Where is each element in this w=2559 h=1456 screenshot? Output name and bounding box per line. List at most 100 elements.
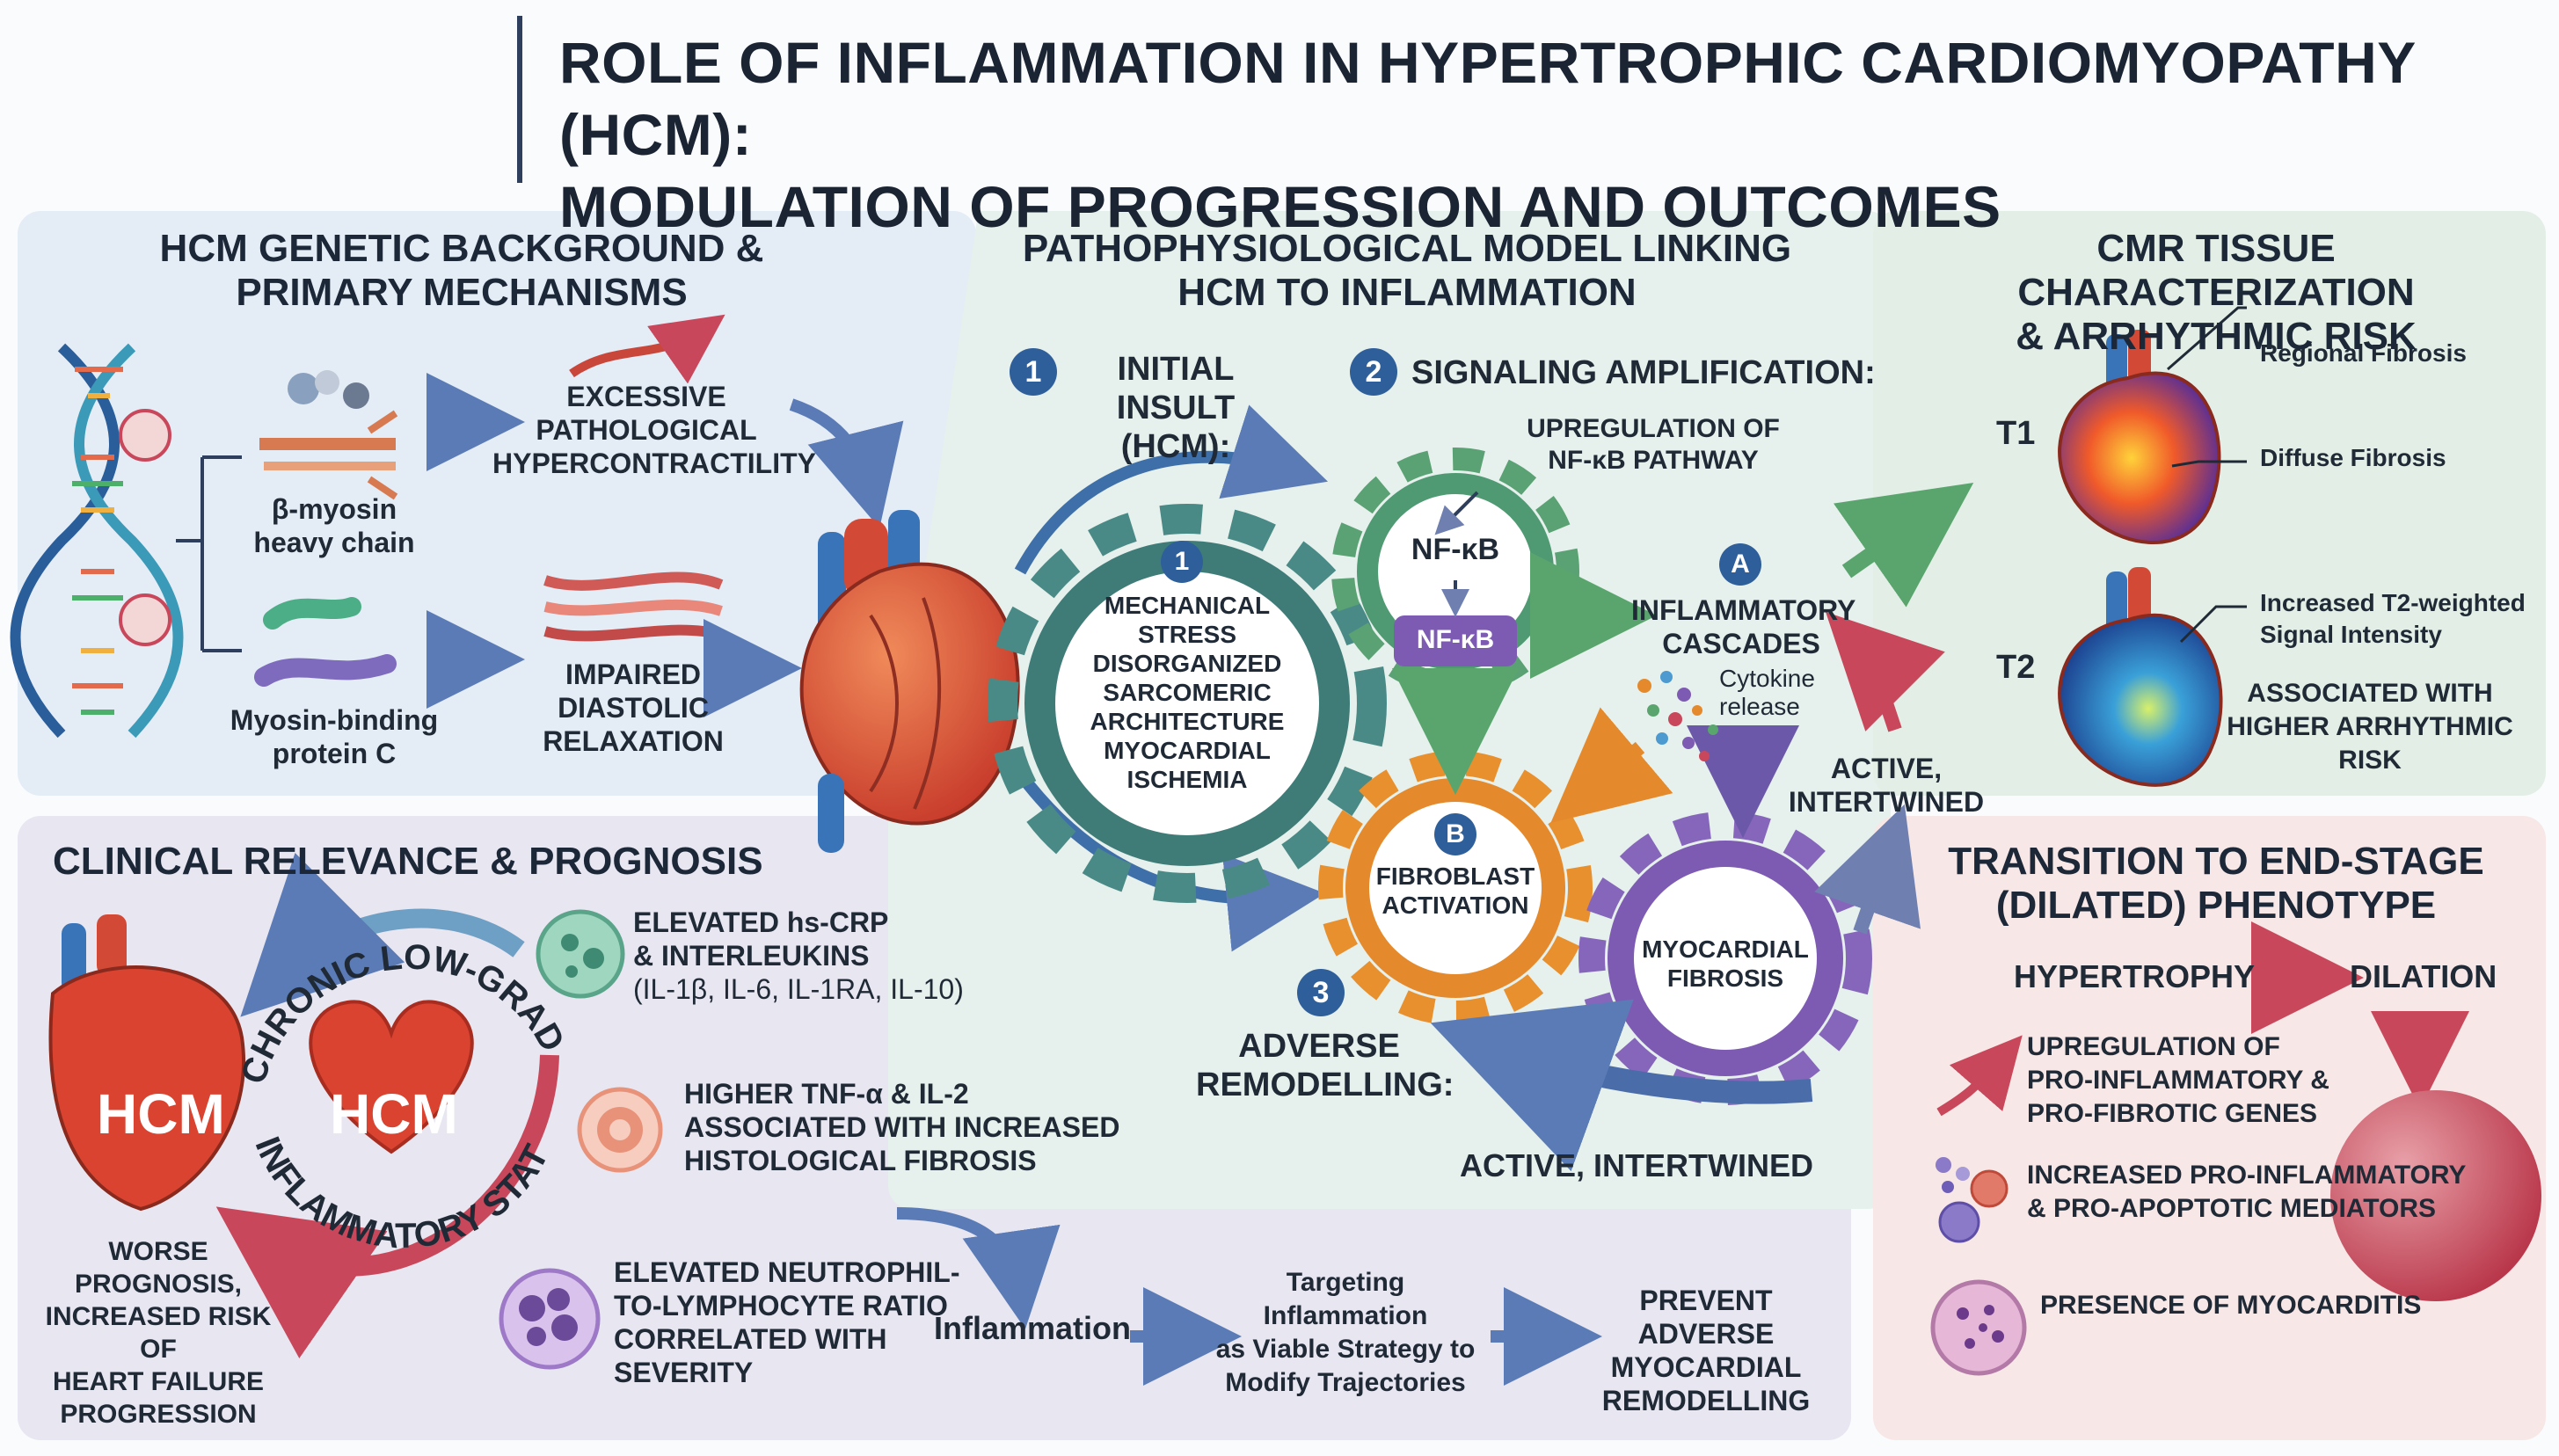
patho-heading: PATHOPHYSIOLOGICAL MODEL LINKING HCM TO … — [1011, 227, 1803, 315]
gene1-label: β-myosin heavy chain — [246, 492, 422, 559]
hcm-center-heart-icon — [309, 1000, 474, 1154]
prevent-l2: MYOCARDIAL — [1610, 1351, 1802, 1383]
worse-l3: INCREASED RISK OF — [45, 1302, 272, 1364]
clinical-heading: CLINICAL RELEVANCE & PROGNOSIS — [53, 840, 763, 883]
crp-l1: ELEVATED hs-CRP — [633, 906, 889, 938]
step3-l2: REMODELLING: — [1196, 1067, 1454, 1103]
nfkb-top-label: NF-κB — [1411, 533, 1500, 566]
active-intertwined-label-2: ACTIVE, INTERTWINED — [1460, 1147, 1813, 1183]
step3-label: ADVERSE REMODELLING: — [1196, 1027, 1454, 1104]
hcm-left-label: HCM — [97, 1082, 225, 1146]
inflammatory-cascades-label: INFLAMMATORY CASCADES — [1631, 593, 1856, 660]
up-l3: PRO-FIBROTIC GENES — [2027, 1099, 2318, 1128]
tnf-label: HIGHER TNF-α & IL-2 ASSOCIATED WITH INCR… — [684, 1077, 1119, 1177]
gear1-l4: SARCOMERIC — [1103, 679, 1272, 706]
crp-label: ELEVATED hs-CRP & INTERLEUKINS (IL-1β, I… — [633, 906, 964, 1006]
step1-badge: 1 — [1010, 348, 1057, 396]
arrow-cytokine-to-fibroblast — [1550, 707, 1673, 824]
inflammation-label: Inflammation — [934, 1310, 1132, 1346]
t2-label: T2 — [1996, 649, 2036, 686]
nlr-l4: SEVERITY — [614, 1357, 754, 1388]
hcm-center-label: HCM — [330, 1082, 458, 1146]
effect1-l1: EXCESSIVE — [566, 381, 726, 412]
crp-l2: & INTERLEUKINS — [633, 940, 870, 972]
t2-signal-label: Increased T2-weighted Signal Intensity — [2260, 587, 2526, 651]
remodelling-return-arrow — [1430, 999, 1813, 1172]
gene1-label-l1: β-myosin — [271, 493, 397, 525]
gear1-l7: ISCHEMIA — [1126, 766, 1248, 793]
step2-badge: 2 — [1350, 348, 1397, 396]
myocardial-fibrosis-label: MYOCARDIAL FIBROSIS — [1637, 935, 1813, 993]
worse-l1: WORSE — [108, 1237, 208, 1266]
bidirectional-slate-arrow — [1814, 804, 1921, 935]
gear1-text: MECHANICAL STRESS DISORGANIZED SARCOMERI… — [1073, 591, 1301, 794]
nfkb-note-l2: NF-κB PATHWAY — [1548, 446, 1759, 475]
fibro-l2: ACTIVATION — [1382, 892, 1529, 919]
t1-label: T1 — [1996, 415, 2036, 452]
active-intertwined-label-1: ACTIVE, INTERTWINED — [1776, 752, 1996, 819]
chronic-arc-arrow-bottom — [215, 1054, 559, 1358]
insult-arc-arrow — [1014, 404, 1329, 575]
patho-heading-line1: PATHOPHYSIOLOGICAL MODEL LINKING — [1022, 227, 1792, 270]
patho-heading-line2: HCM TO INFLAMMATION — [1177, 271, 1637, 314]
nlr-label: ELEVATED NEUTROPHIL- TO-LYMPHOCYTE RATIO… — [614, 1256, 959, 1389]
inflam-l1: INFLAMMATORY — [1631, 594, 1856, 626]
tnf-l1: HIGHER TNF-α & IL-2 — [684, 1078, 969, 1110]
hcm-heart-left-icon — [48, 914, 245, 1212]
nfkb-note-l1: UPREGULATION OF — [1527, 414, 1780, 443]
myosin-heavy-chain-icon — [259, 370, 398, 500]
cmr-heading-line1: CMR TISSUE CHARACTERIZATION — [2017, 227, 2415, 314]
worse-l4: HEART FAILURE — [53, 1367, 264, 1396]
prevent-l1: PREVENT ADVERSE — [1637, 1285, 1775, 1350]
step3-badge: 3 — [1297, 969, 1345, 1016]
myocarditis-label: PRESENCE OF MYOCARDITIS — [2040, 1291, 2422, 1320]
tnf-cell-icon — [577, 1087, 663, 1173]
cytokine-release-label: Cytokine release — [1719, 665, 1815, 721]
diffuse-fibrosis-label: Diffuse Fibrosis — [2260, 444, 2446, 471]
title-line-2: MODULATION OF PROGRESSION AND OUTCOMES — [559, 174, 2001, 239]
tnf-l2: ASSOCIATED WITH INCREASED — [684, 1111, 1120, 1143]
myo-l2: FIBROSIS — [1666, 965, 1784, 992]
gear1-l5: ARCHITECTURE — [1090, 708, 1285, 735]
hypertrophy-label: HYPERTROPHY — [2014, 958, 2256, 994]
mediators-label: INCREASED PRO-INFLAMMATORY & PRO-APOPTOT… — [2027, 1159, 2466, 1226]
genetic-heading-line1: HCM GENETIC BACKGROUND & — [159, 227, 764, 270]
genetic-heading-line2: PRIMARY MECHANISMS — [236, 271, 688, 314]
rising-trend-arrow — [569, 314, 725, 384]
upregulation-trend-icon — [1936, 1035, 2023, 1117]
targeting-label: Targeting Inflammation as Viable Strateg… — [1205, 1266, 1486, 1400]
gear1-badge: 1 — [1161, 541, 1203, 583]
gear-mechanical-stress — [988, 504, 1387, 903]
target-l3: Modify Trajectories — [1225, 1368, 1466, 1397]
active1-l1: ACTIVE, — [1830, 753, 1943, 784]
gene2-label-l1: Myosin-binding — [230, 704, 439, 736]
cytokine-l1: Cytokine — [1719, 665, 1815, 692]
upregulation-genes-label: UPREGULATION OF PRO-INFLAMMATORY & PRO-F… — [2027, 1030, 2329, 1131]
arrow-to-inflammation — [896, 1207, 1061, 1329]
nlr-l1: ELEVATED NEUTROPHIL- — [614, 1256, 960, 1288]
prevent-remodelling-label: PREVENT ADVERSE MYOCARDIAL REMODELLING — [1574, 1284, 1838, 1417]
effect1-l3: HYPERCONTRACTILITY — [492, 448, 816, 479]
gene2-label-l2: protein C — [272, 738, 397, 769]
prevent-l3: REMODELLING — [1601, 1385, 1811, 1416]
med-l1: INCREASED PRO-INFLAMMATORY — [2027, 1161, 2467, 1190]
arrow-to-heart-1 — [789, 398, 904, 528]
active1-l2: INTERTWINED — [1788, 786, 1985, 818]
t2sig-l2: Signal Intensity — [2260, 621, 2442, 648]
b-badge: B — [1434, 813, 1476, 855]
nfkb-box-label: NF-κB — [1416, 625, 1495, 654]
central-heart-icon — [799, 510, 1020, 853]
dilation-label: DILATION — [2350, 958, 2497, 994]
assoc-l2: HIGHER ARRHYTHMIC RISK — [2227, 712, 2513, 775]
med-l2: & PRO-APOPTOTIC MEDIATORS — [2027, 1194, 2437, 1223]
bidirectional-red-arrow — [1855, 637, 1895, 732]
effect1-l2: PATHOLOGICAL — [536, 414, 757, 446]
gear-fibroblast — [1318, 751, 1593, 1025]
dilated-heart-icon — [2330, 1090, 2541, 1301]
step3-l1: ADVERSE — [1238, 1028, 1400, 1065]
arrhythmic-risk-label: ASSOCIATED WITH HIGHER ARRHYTHMIC RISK — [2198, 677, 2541, 777]
title-line-1: ROLE OF INFLAMMATION IN HYPERTROPHIC CAR… — [559, 30, 2416, 167]
tnf-l3: HISTOLOGICAL FIBROSIS — [684, 1145, 1037, 1176]
effect2-l3: RELAXATION — [543, 725, 724, 757]
